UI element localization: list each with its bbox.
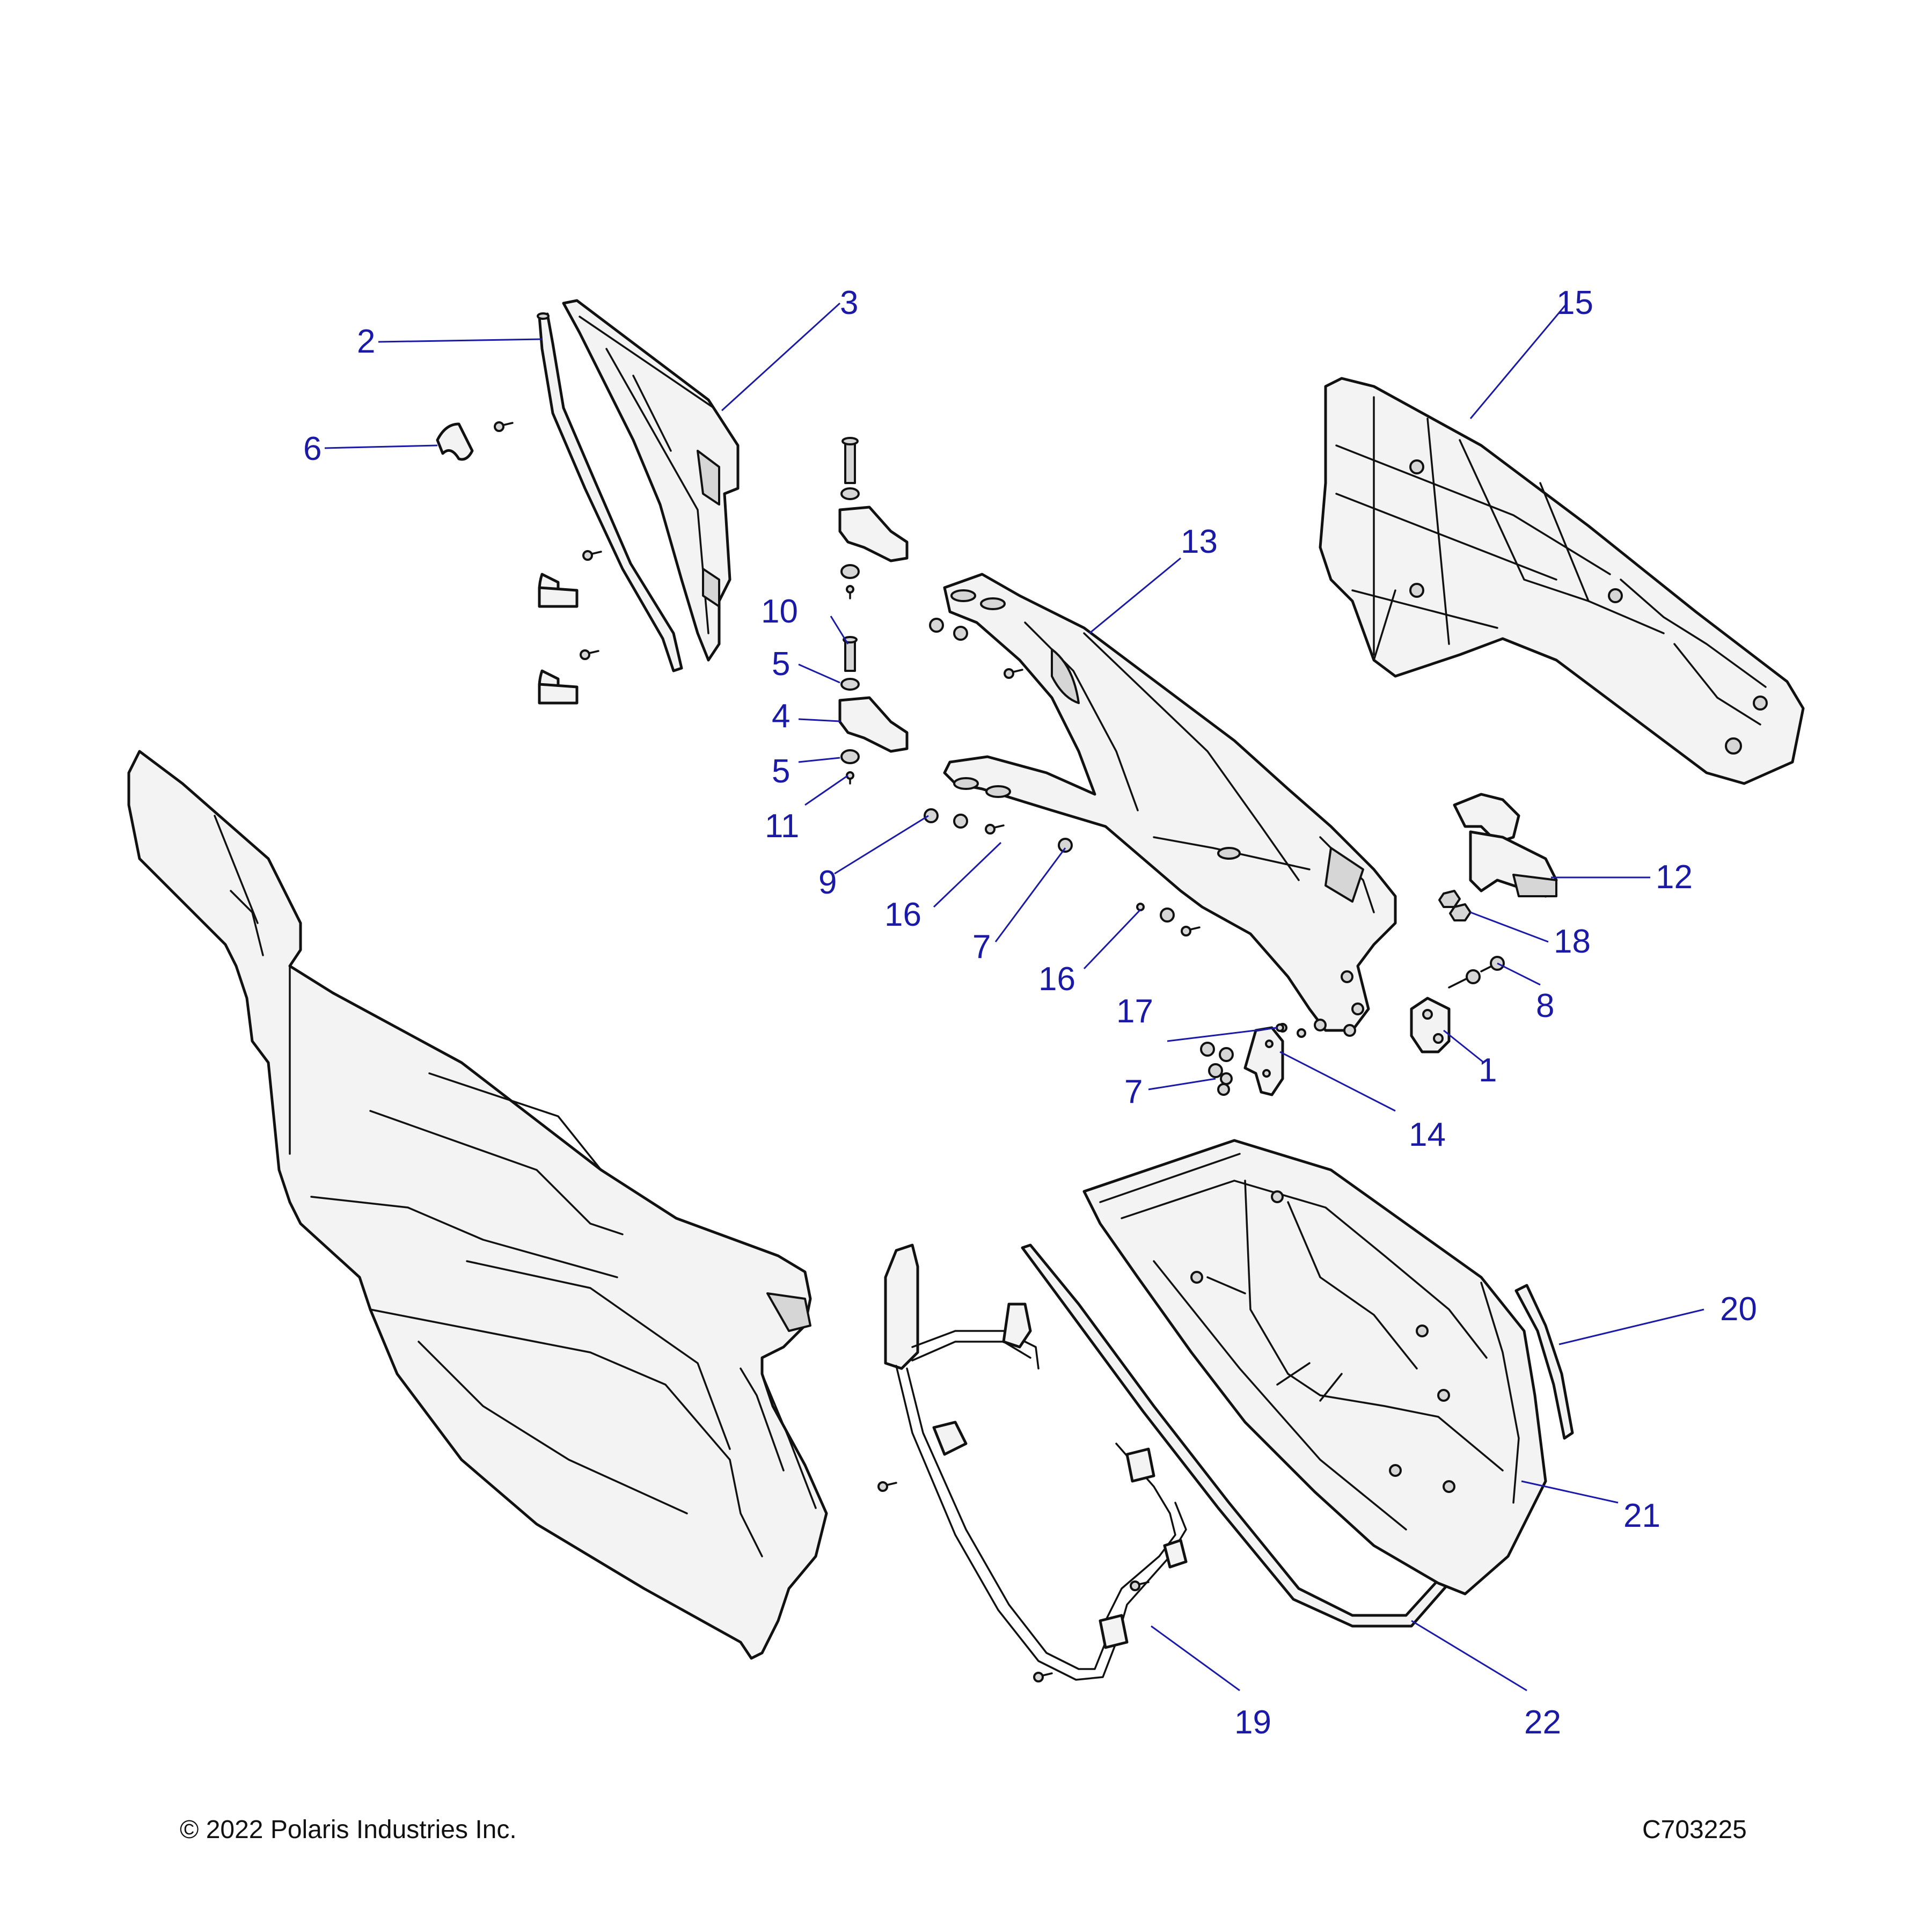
part-14-bracket [1243, 1026, 1284, 1096]
part-12-latch [1453, 793, 1558, 898]
callout-3: 3 [840, 284, 858, 321]
leader-lines [324, 302, 1704, 1692]
callout-11: 11 [765, 808, 799, 845]
callout-10: 10 [761, 593, 798, 630]
callout-5b: 5 [772, 753, 790, 790]
callout-labels: 2 3 6 15 13 10 5 4 5 11 9 16 7 16 17 7 1… [303, 284, 1757, 1741]
callout-13: 13 [1181, 523, 1218, 560]
part-18-nut [1438, 890, 1472, 921]
copyright-text: © 2022 Polaris Industries Inc. [180, 1816, 517, 1844]
part-3-upper-door-panel [562, 299, 740, 662]
callout-7b: 7 [1124, 1073, 1143, 1110]
callout-6: 6 [303, 430, 321, 467]
callout-21: 20 [1720, 1291, 1757, 1328]
callout-16b: 16 [1038, 961, 1075, 998]
clip-screws [494, 421, 602, 660]
callout-8: 8 [1536, 987, 1554, 1024]
callout-4: 4 [772, 698, 790, 735]
callout-9: 9 [818, 864, 837, 901]
part-20-lower-door-panel [1082, 1139, 1547, 1596]
callout-19: 19 [1234, 1704, 1271, 1741]
callout-14: 14 [1409, 1116, 1446, 1153]
part-15-rear-door-panel [1319, 377, 1805, 785]
part-6-clips [436, 422, 579, 705]
callout-1: 1 [1479, 1052, 1497, 1089]
part-4-hinge-stack [838, 636, 909, 785]
callout-20: 21 [1623, 1497, 1660, 1534]
callout-2: 2 [357, 323, 375, 360]
lower-front-door-panel [127, 750, 828, 1660]
part-2-door-seal [537, 312, 683, 672]
callout-18: 18 [1554, 923, 1591, 960]
part-8-bolts [1448, 956, 1505, 989]
drawing-number: C703225 [1642, 1816, 1747, 1844]
part-13-door-frame [943, 573, 1397, 1032]
callout-16a: 16 [884, 896, 921, 933]
callout-22: 22 [1524, 1704, 1561, 1741]
callout-7a: 7 [972, 928, 991, 965]
part-21-seal-strip [1514, 1284, 1574, 1440]
upper-hinge-stack [838, 437, 909, 599]
callout-12: 12 [1656, 859, 1693, 896]
callout-15: 15 [1556, 284, 1593, 321]
frame-screws [924, 618, 1356, 1038]
callout-5a: 5 [772, 646, 790, 683]
callout-17: 17 [1116, 993, 1153, 1030]
part-1-striker-plate [1410, 997, 1451, 1053]
bracket-fasteners [1200, 1023, 1284, 1096]
part-19-door-bar [877, 1243, 1188, 1682]
